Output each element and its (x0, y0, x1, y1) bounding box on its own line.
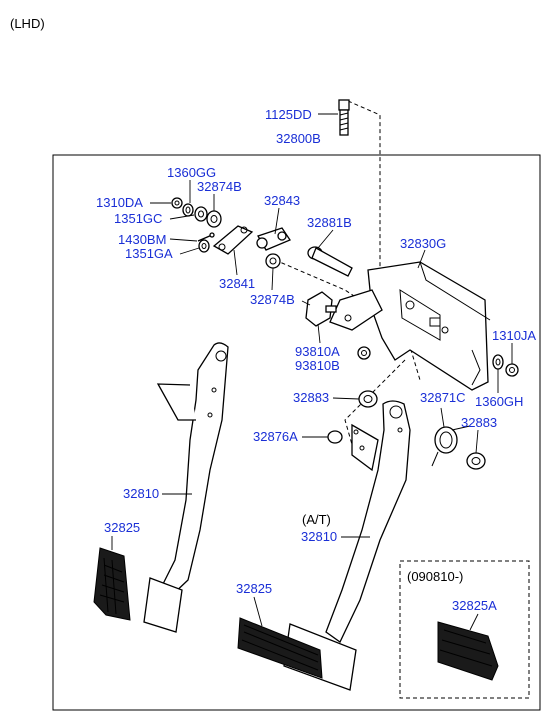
nut-1310da (171, 197, 183, 209)
bracket-32841 (212, 225, 254, 255)
bolt-1125dd (338, 99, 350, 136)
label-1310da: 1310DA (96, 195, 143, 210)
inset-frame (399, 560, 530, 699)
label-32825a: 32825A (452, 598, 497, 613)
leader-32871c (440, 407, 445, 428)
nut-1360gh (492, 354, 504, 370)
leader-32830g (417, 249, 426, 269)
spring-32871c (431, 425, 471, 467)
leader-32825-right (253, 596, 263, 627)
shaft-bolt-32881b (307, 246, 353, 277)
leader-32874b-lower (271, 267, 274, 291)
label-32800b: 32800B (276, 131, 321, 146)
pedal-pad-right (237, 617, 323, 679)
nut-1310ja (505, 363, 519, 377)
label-32810-right: 32810 (301, 529, 337, 544)
label-32874b-lower: 32874B (250, 292, 295, 307)
bolt-reference-line (347, 100, 381, 275)
label-32825-left: 32825 (104, 520, 140, 535)
pedal-pad-left (93, 547, 131, 621)
label-1310ja: 1310JA (492, 328, 536, 343)
switch-reference-line (344, 359, 406, 456)
washer-1351ga (198, 239, 210, 253)
label-inset-date: (090810-) (407, 569, 463, 584)
pad-holder-left (143, 577, 183, 633)
leader-32883-right (475, 429, 479, 454)
label-32871c: 32871C (420, 390, 466, 405)
clevis-32843 (256, 227, 291, 251)
label-93810a: 93810A (295, 344, 340, 359)
label-32881b: 32881B (307, 215, 352, 230)
assembly-frame (52, 154, 541, 711)
label-at-note: (A/T) (302, 512, 331, 527)
stopper-32876a (327, 430, 343, 444)
label-32830g: 32830G (400, 236, 446, 251)
bushing-32874b-lower (265, 253, 281, 269)
label-32883-mid: 32883 (293, 390, 329, 405)
bushing-32883-mid (358, 390, 378, 408)
switch-93810 (305, 291, 337, 327)
leader-32883-mid (332, 397, 360, 400)
label-93810b: 93810B (295, 358, 340, 373)
label-1351gc: 1351GC (114, 211, 162, 226)
leader-32841 (233, 249, 238, 276)
leader-32881b (317, 229, 334, 249)
label-32843: 32843 (264, 193, 300, 208)
leader-1351ga (179, 247, 200, 255)
label-1360gh: 1360GH (475, 394, 523, 409)
nut-1360gg (182, 203, 194, 217)
page-title: (LHD) (10, 16, 45, 31)
label-32876a: 32876A (253, 429, 298, 444)
leader-1430bm (169, 238, 198, 242)
label-1360gg: 1360GG (167, 165, 216, 180)
label-1430bm: 1430BM (118, 232, 166, 247)
label-1125dd: 1125DD (265, 107, 312, 122)
leader-93810 (301, 300, 321, 344)
label-32841: 32841 (219, 276, 255, 291)
bushing-32883-right (466, 452, 486, 470)
label-32810-left: 32810 (123, 486, 159, 501)
bushing-32874b-top (206, 210, 222, 228)
pedal-pad-inset (437, 621, 499, 681)
washer-1351gc (194, 206, 208, 222)
leader-32825a (469, 613, 479, 631)
label-32874b-top: 32874B (197, 179, 242, 194)
pin-1430bm (197, 232, 215, 242)
bracket-32830g (329, 261, 491, 391)
label-32825-right: 32825 (236, 581, 272, 596)
nut-switch (357, 346, 371, 360)
pedal-arm-left (156, 342, 229, 598)
label-1351ga: 1351GA (125, 246, 173, 261)
pedal-arm-right (325, 400, 411, 643)
leader-1351gc (169, 214, 195, 220)
leader-32843 (274, 207, 280, 235)
label-32883-right: 32883 (461, 415, 497, 430)
